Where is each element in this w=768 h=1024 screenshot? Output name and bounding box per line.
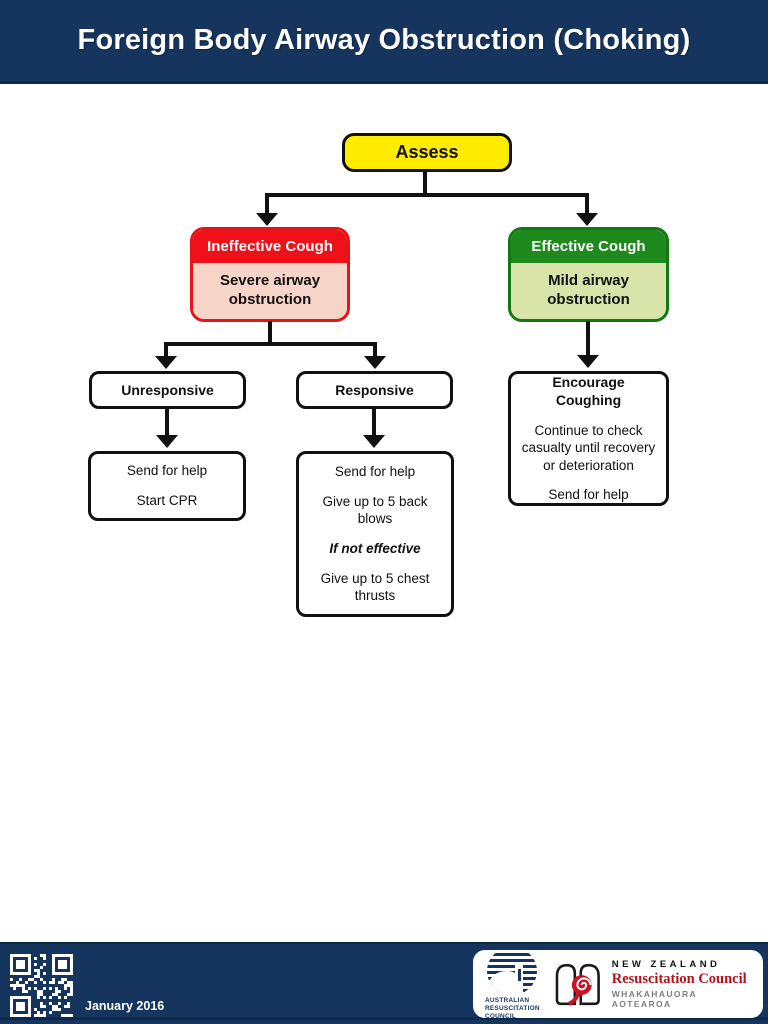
- nzrc-logo: NEW ZEALAND Resuscitation Council WHAKAH…: [554, 959, 753, 1009]
- ineffective-cough-title: Ineffective Cough: [193, 230, 347, 263]
- unresponsive-node: Unresponsive: [89, 371, 246, 409]
- nz-line3: WHAKAHAUORA AOTEAROA: [611, 989, 697, 1009]
- arrow-down-icon: [576, 213, 598, 226]
- encourage-coughing-node: Encourage Coughing Continue to check cas…: [508, 371, 669, 506]
- send-for-help-text: Send for help: [126, 463, 208, 479]
- arrow-down-icon: [156, 435, 178, 448]
- back-blows-text: Give up to 5 back blows: [322, 493, 428, 527]
- connector-line: [164, 344, 168, 358]
- connector-line: [423, 171, 427, 195]
- responsive-label: Responsive: [335, 381, 414, 398]
- connector-line: [265, 195, 269, 215]
- chest-thrusts-text: Give up to 5 chest thrusts: [320, 570, 430, 604]
- arrow-down-icon: [155, 356, 177, 369]
- nzrc-lungs-icon: [555, 963, 601, 1006]
- qr-code-icon: [10, 954, 73, 1017]
- send-for-help-text: Send for help: [548, 487, 629, 503]
- if-not-effective-text: If not effective: [329, 541, 421, 556]
- nz-line1: NEW ZEALAND: [611, 959, 721, 970]
- unresponsive-label: Unresponsive: [121, 381, 214, 398]
- mild-obstruction-label: Mild airway obstruction: [511, 263, 666, 319]
- arc-line1: AUSTRALIAN: [485, 996, 530, 1004]
- effective-cough-title: Effective Cough: [511, 230, 666, 263]
- responsive-node: Responsive: [296, 371, 453, 409]
- arc-logo-icon: [487, 946, 537, 995]
- arc-logo: AUSTRALIAN RESUSCITATION COUNCIL: [485, 946, 544, 1021]
- arc-tower-core: [518, 968, 521, 981]
- assess-node: Assess: [342, 133, 512, 172]
- header-bar: Foreign Body Airway Obstruction (Choking…: [0, 0, 768, 84]
- connector-line: [586, 321, 590, 357]
- effective-cough-node: Effective Cough Mild airway obstruction: [508, 227, 669, 322]
- arrow-down-icon: [577, 355, 599, 368]
- connector-line: [372, 408, 376, 437]
- arrow-down-icon: [256, 213, 278, 226]
- assess-label: Assess: [395, 142, 459, 162]
- connector-line: [164, 342, 377, 346]
- arc-line2: RESUSCITATION: [485, 1004, 540, 1012]
- severe-obstruction-label: Severe airway obstruction: [193, 263, 347, 319]
- arrow-down-icon: [363, 435, 385, 448]
- check-casualty-text: Continue to check casualty until recover…: [521, 422, 656, 473]
- ineffective-cough-node: Ineffective Cough Severe airway obstruct…: [190, 227, 350, 322]
- encourage-coughing-title: Encourage Coughing: [552, 374, 625, 409]
- arrow-down-icon: [364, 356, 386, 369]
- unresponsive-actions-node: Send for help Start CPR: [88, 451, 246, 521]
- page-title: Foreign Body Airway Obstruction (Choking…: [77, 24, 691, 56]
- arc-logo-text: AUSTRALIAN RESUSCITATION COUNCIL: [485, 997, 540, 1021]
- nzrc-logo-text: NEW ZEALAND Resuscitation Council WHAKAH…: [612, 959, 753, 1009]
- logo-panel: AUSTRALIAN RESUSCITATION COUNCIL NEW ZEA…: [473, 946, 763, 1021]
- date-label: January 2016: [85, 999, 165, 1013]
- start-cpr-text: Start CPR: [136, 493, 198, 508]
- connector-line: [585, 195, 589, 215]
- connector-line: [268, 321, 272, 345]
- footer-divider: [0, 1017, 768, 1020]
- connector-line: [373, 344, 377, 358]
- nz-line2: Resuscitation Council: [611, 971, 747, 987]
- responsive-actions-node: Send for help Give up to 5 back blows If…: [296, 451, 454, 617]
- footer-bar: January 2016 AUSTRALIAN RESUSCITATION CO…: [0, 942, 768, 1024]
- arc-line3: COUNCIL: [485, 1013, 517, 1021]
- send-for-help-text: Send for help: [334, 464, 416, 480]
- connector-line: [165, 408, 169, 437]
- connector-line: [265, 193, 589, 197]
